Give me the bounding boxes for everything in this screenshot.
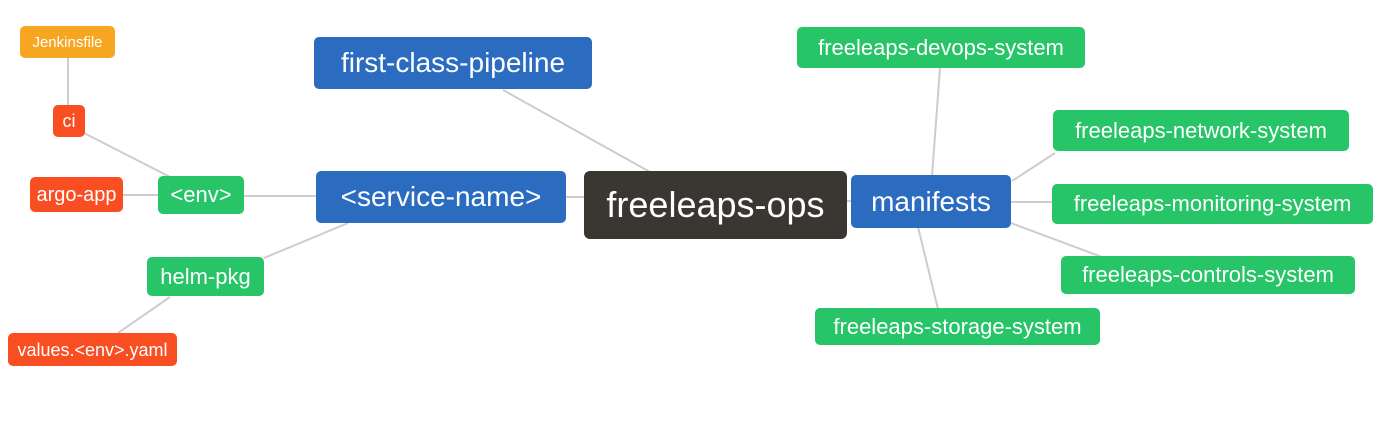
edge-values-env-yaml-helm-pkg: [117, 296, 171, 334]
node-service-name[interactable]: <service-name>: [316, 171, 566, 223]
edge-manifests-devops-system: [931, 67, 941, 177]
edge-ci-env: [83, 132, 175, 180]
node-freeleaps-ops[interactable]: freeleaps-ops: [584, 171, 847, 239]
node-first-class-pipeline[interactable]: first-class-pipeline: [314, 37, 592, 89]
node-jenkinsfile[interactable]: Jenkinsfile: [20, 26, 115, 58]
node-freeleaps-storage-system[interactable]: freeleaps-storage-system: [815, 308, 1100, 345]
node-helm-pkg[interactable]: helm-pkg: [147, 257, 264, 296]
node-freeleaps-controls-system[interactable]: freeleaps-controls-system: [1061, 256, 1355, 294]
edge-manifests-storage-system: [917, 226, 939, 310]
node-freeleaps-monitoring-system[interactable]: freeleaps-monitoring-system: [1052, 184, 1373, 224]
node-env[interactable]: <env>: [158, 176, 244, 214]
node-freeleaps-devops-system[interactable]: freeleaps-devops-system: [797, 27, 1085, 68]
edge-manifests-controls-system: [1007, 221, 1103, 258]
edge-manifests-network-system: [1011, 152, 1056, 182]
node-argo-app[interactable]: argo-app: [30, 177, 123, 212]
node-freeleaps-network-system[interactable]: freeleaps-network-system: [1053, 110, 1349, 151]
edge-helm-pkg-service-name: [263, 222, 349, 259]
node-ci[interactable]: ci: [53, 105, 85, 137]
node-manifests[interactable]: manifests: [851, 175, 1011, 228]
edge-first-class-pipeline-root: [502, 89, 651, 173]
node-values-env-yaml[interactable]: values.<env>.yaml: [8, 333, 177, 366]
